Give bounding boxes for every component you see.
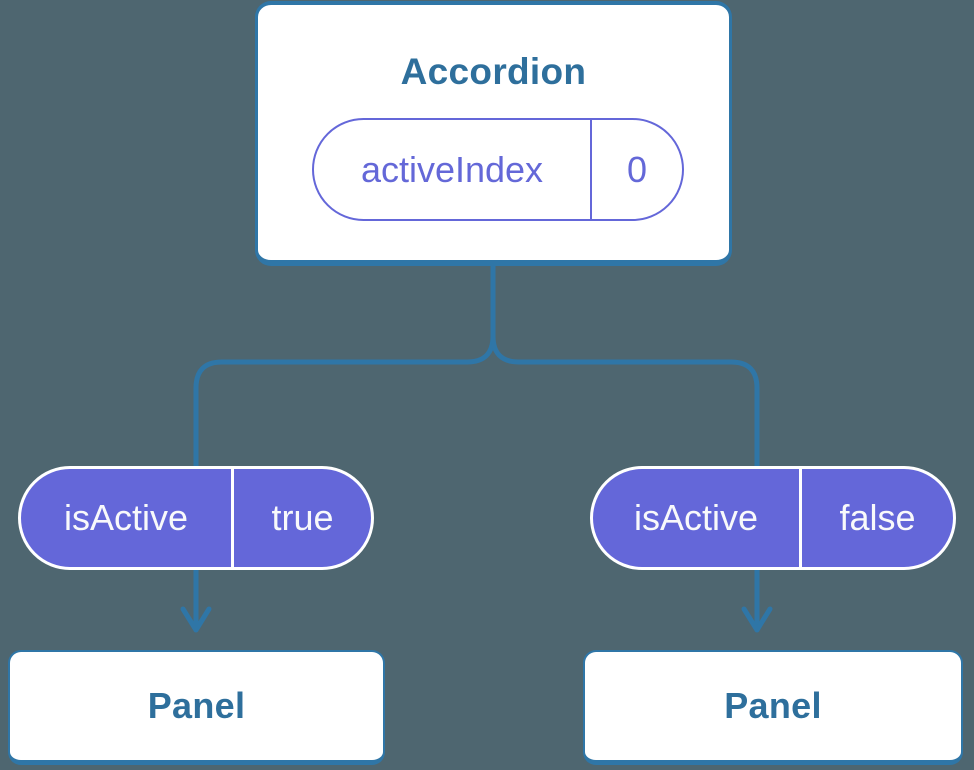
state-pill-activeindex: activeIndex 0 [312,118,684,221]
prop-pill-name: isActive [63,497,189,538]
arrow-down-icon [741,606,773,633]
state-pill-name: activeIndex [360,148,544,190]
connector-branch-left [193,266,496,627]
connector-branch-right [490,266,760,627]
state-pill-value: 0 [590,120,682,219]
accordion-node: Accordion activeIndex 0 [255,1,732,266]
prop-pill-value: true [231,469,371,567]
panel-node-left: Panel [8,650,385,765]
arrow-down-icon [180,606,212,633]
prop-pill-value: false [799,469,953,567]
panel-node-right: Panel [583,650,963,765]
node-title: Panel [724,685,822,726]
prop-pill-name: isActive [633,497,759,538]
prop-pill-isactive-false: isActive false [590,466,956,570]
node-title: Panel [147,685,246,726]
node-title: Accordion [400,51,587,92]
prop-pill-isactive-true: isActive true [18,466,374,570]
